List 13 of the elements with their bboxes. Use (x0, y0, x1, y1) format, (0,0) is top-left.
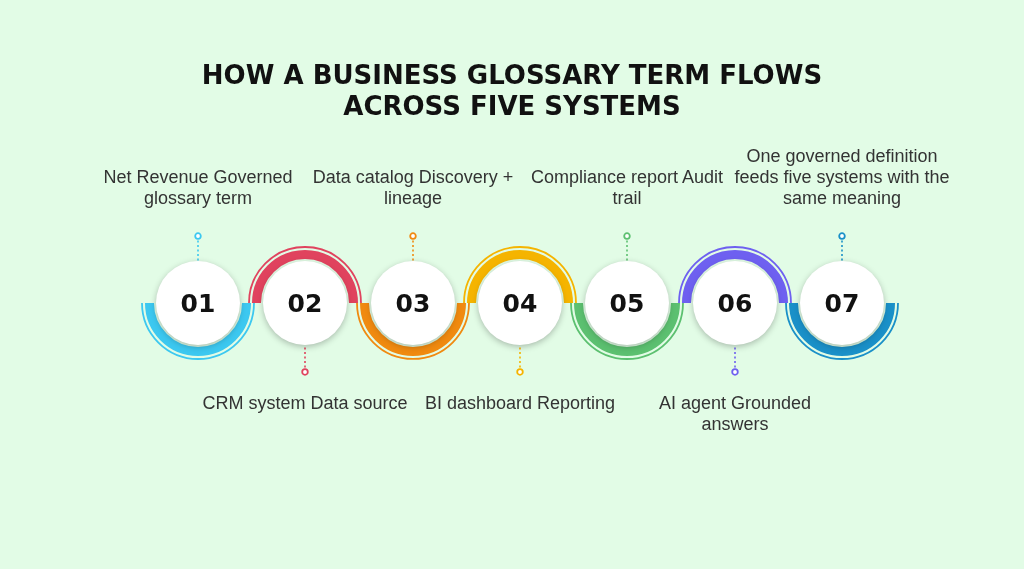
leader-line (194, 232, 202, 262)
number-circle: 06 (693, 261, 777, 345)
number-circle: 05 (585, 261, 669, 345)
step-label: One governed definition feeds five systems with the same meaning (730, 150, 954, 236)
leader-line (409, 232, 417, 262)
title: HOW A BUSINESS GLOSSARY TERM FLOWS ACROSS FIVE SYSTEMS (200, 60, 824, 122)
number-circle: 03 (371, 261, 455, 345)
leader-line (623, 232, 631, 262)
number-circle: 02 (263, 261, 347, 345)
leader-line (838, 232, 846, 262)
number-circle: 07 (800, 261, 884, 345)
number-circle: 04 (478, 261, 562, 345)
number-circle: 01 (156, 261, 240, 345)
